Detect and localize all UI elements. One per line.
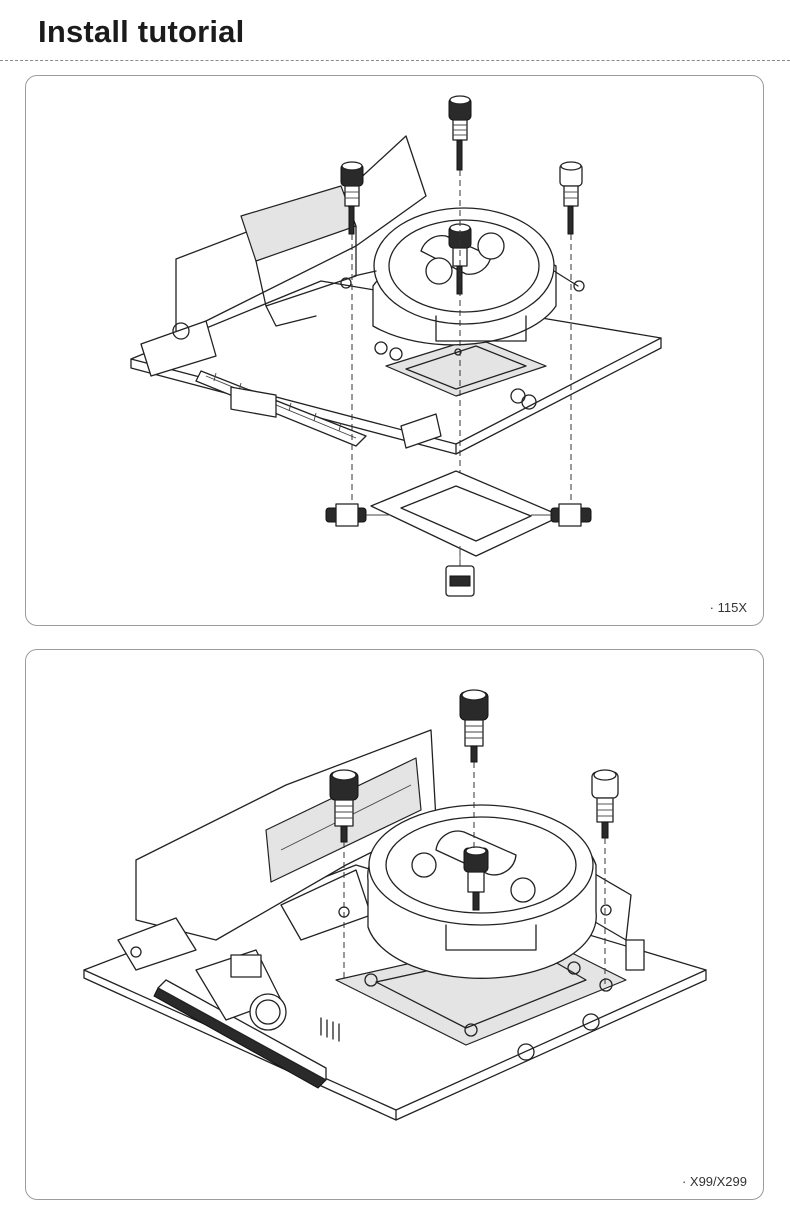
diagram-panel-x99-x299: · X99/X299 [25, 649, 764, 1200]
screw-icon [463, 846, 489, 911]
panel-caption: · X99/X299 [681, 1174, 747, 1189]
fan-header [625, 939, 645, 971]
screw-icon [448, 95, 472, 171]
vrm-heatsink [140, 135, 427, 377]
screw-icon [340, 161, 364, 235]
diagram-panel-115x: · 115X [25, 75, 764, 626]
component-chip [230, 386, 277, 418]
screw-icon [591, 769, 619, 839]
cmos-battery [249, 993, 287, 1031]
screw-icon [329, 769, 359, 843]
page-title: Install tutorial [38, 14, 245, 49]
backplate-icon [325, 470, 592, 597]
screw-icon [559, 161, 583, 235]
screw-icon [459, 689, 489, 763]
pin-header [320, 1017, 340, 1042]
title-divider [0, 60, 790, 61]
pcie-slot [153, 979, 327, 1089]
component-connector [400, 413, 442, 449]
install-diagram-115x [130, 95, 662, 597]
install-diagram-x99-x299 [83, 689, 707, 1121]
cpu-socket [385, 337, 547, 397]
panel-caption: · 115X [709, 600, 747, 615]
